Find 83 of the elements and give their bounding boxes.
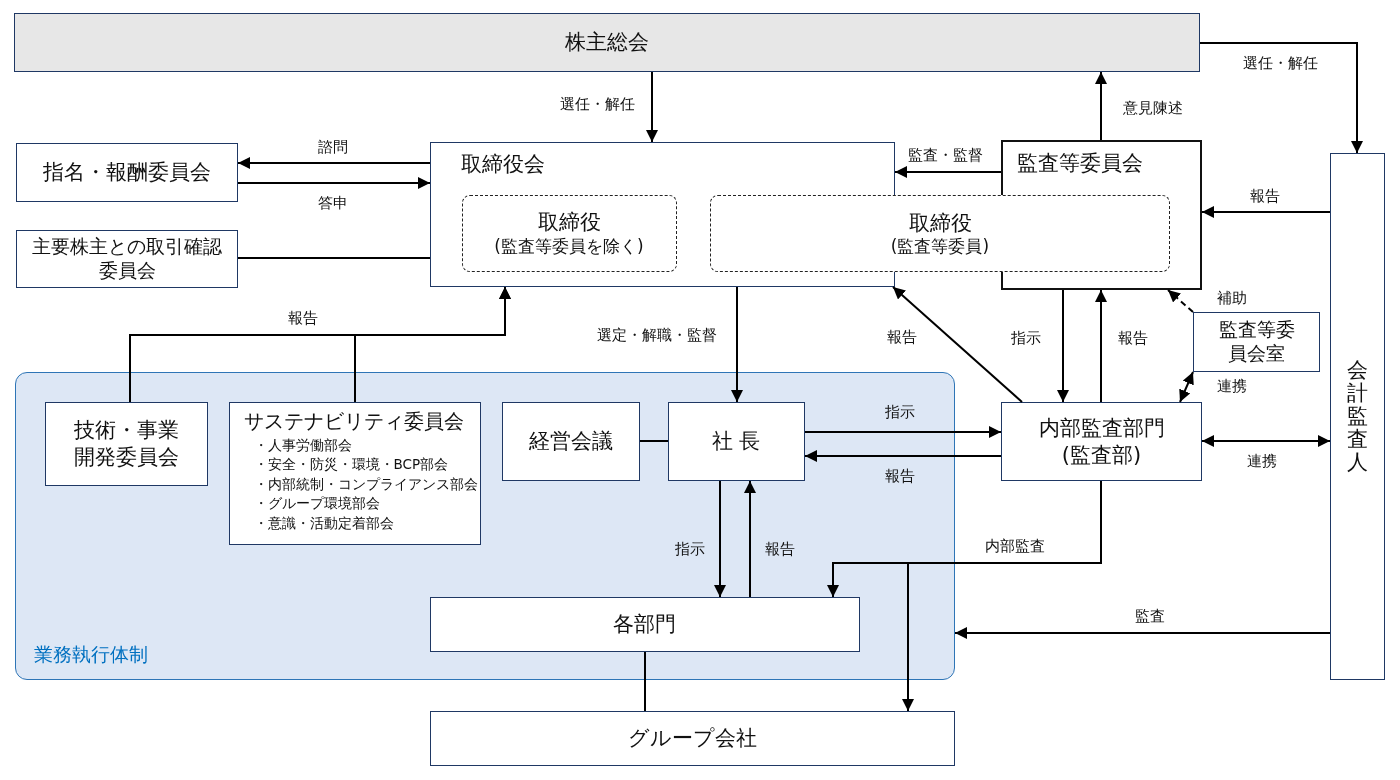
edge-label: 選定・解職・監督 [597, 325, 717, 345]
node-sublabel: (監査等委員) [890, 236, 990, 258]
edge-label: 諮問 [318, 137, 348, 157]
edge-label: 監査 [1135, 606, 1165, 626]
edge-label: 報告 [765, 539, 795, 559]
node-label: 株主総会 [565, 29, 649, 56]
process-box [16, 230, 238, 288]
edge-label: 選任・解任 [1242, 53, 1318, 73]
edge-label: 報告 [1250, 186, 1280, 206]
node-label: 取締役 [537, 209, 601, 236]
edge-label: 報告 [887, 327, 917, 347]
arrow [1095, 289, 1107, 403]
edge-label: 連携 [1247, 451, 1277, 471]
list-item: ・内部統制・コンプライアンス部会 [253, 474, 478, 494]
connector-line [237, 257, 431, 259]
node-label: 取締役会 [461, 151, 545, 178]
node-label: 主要株主との取引確認委員会 [31, 235, 223, 283]
arrow [731, 286, 743, 403]
node-label: 業務執行体制 [34, 643, 148, 667]
edge-label: 選任・解任 [559, 94, 635, 114]
node-label: 取締役 [908, 209, 972, 236]
node-label: 監査等委員会 [1017, 150, 1143, 177]
process-box [16, 143, 238, 202]
arrow [744, 480, 756, 598]
node-label: 社 長 [711, 427, 761, 455]
process-box [667, 401, 805, 481]
arrow [804, 450, 1002, 462]
process-box [1193, 312, 1320, 372]
edge-label: 内部監査 [985, 536, 1045, 556]
node-label: 各部門 [613, 610, 676, 638]
list-item: ・人事労働部会 [253, 435, 352, 455]
process-box [429, 596, 860, 652]
node-label: 会計監査人 [1347, 358, 1368, 475]
dashed-group-box [461, 194, 677, 272]
arrow [954, 627, 1331, 639]
process-box [501, 401, 640, 481]
arrow [714, 480, 726, 598]
edge-label: 補助 [1217, 288, 1247, 308]
edge-label: 報告 [288, 308, 318, 328]
process-box [1001, 402, 1202, 481]
arrow [1201, 206, 1331, 218]
process-box [44, 401, 208, 486]
arrow [1095, 71, 1107, 141]
organization-band [15, 372, 955, 680]
list-item: ・グループ環境部会 [253, 494, 380, 514]
list-item: ・安全・防災・環境・BCP部会 [253, 455, 449, 475]
node-label: サステナビリティ委員会 [243, 408, 464, 434]
node-sublabel: (監査等委員を除く) [494, 235, 644, 257]
node-label: 指名・報酬委員会 [43, 159, 211, 186]
connector-line [644, 651, 646, 712]
edge-label: 連携 [1217, 376, 1247, 396]
arrow [894, 166, 1002, 178]
connector-line [639, 440, 669, 442]
arrow [237, 177, 431, 189]
edge-label: 指示 [1011, 328, 1041, 348]
node-label: 技術・事業開発委員会 [72, 417, 180, 470]
node-label: 経営会議 [528, 427, 613, 455]
node-label: 監査等委員会室 [1217, 318, 1296, 366]
edge-label: 答申 [318, 193, 348, 213]
node-label: グループ会社 [628, 725, 757, 752]
process-box [228, 401, 481, 545]
list-item: ・意識・活動定着部会 [253, 513, 394, 533]
dashed-group-box [710, 195, 1170, 272]
arrow [1167, 289, 1194, 313]
edge-label: 報告 [885, 466, 915, 486]
edge-label: 報告 [1118, 328, 1148, 348]
arrow [804, 426, 1002, 438]
node-label: 内部監査部門(監査部) [1037, 415, 1166, 468]
arrow [1057, 289, 1069, 403]
arrow [1201, 435, 1331, 447]
arrow [237, 157, 431, 169]
meeting-box [14, 13, 1200, 72]
edge-label: 意見陳述 [1123, 98, 1183, 118]
edge-label: 指示 [885, 402, 915, 422]
process-box [430, 711, 955, 766]
edge-label: 監査・監督 [907, 145, 983, 165]
auditor-box [1330, 153, 1385, 680]
arrow [1179, 371, 1194, 403]
arrow [646, 71, 658, 143]
arrow [892, 286, 1023, 403]
arrow [1199, 42, 1363, 154]
arrow [354, 286, 511, 403]
edge-label: 指示 [675, 539, 705, 559]
